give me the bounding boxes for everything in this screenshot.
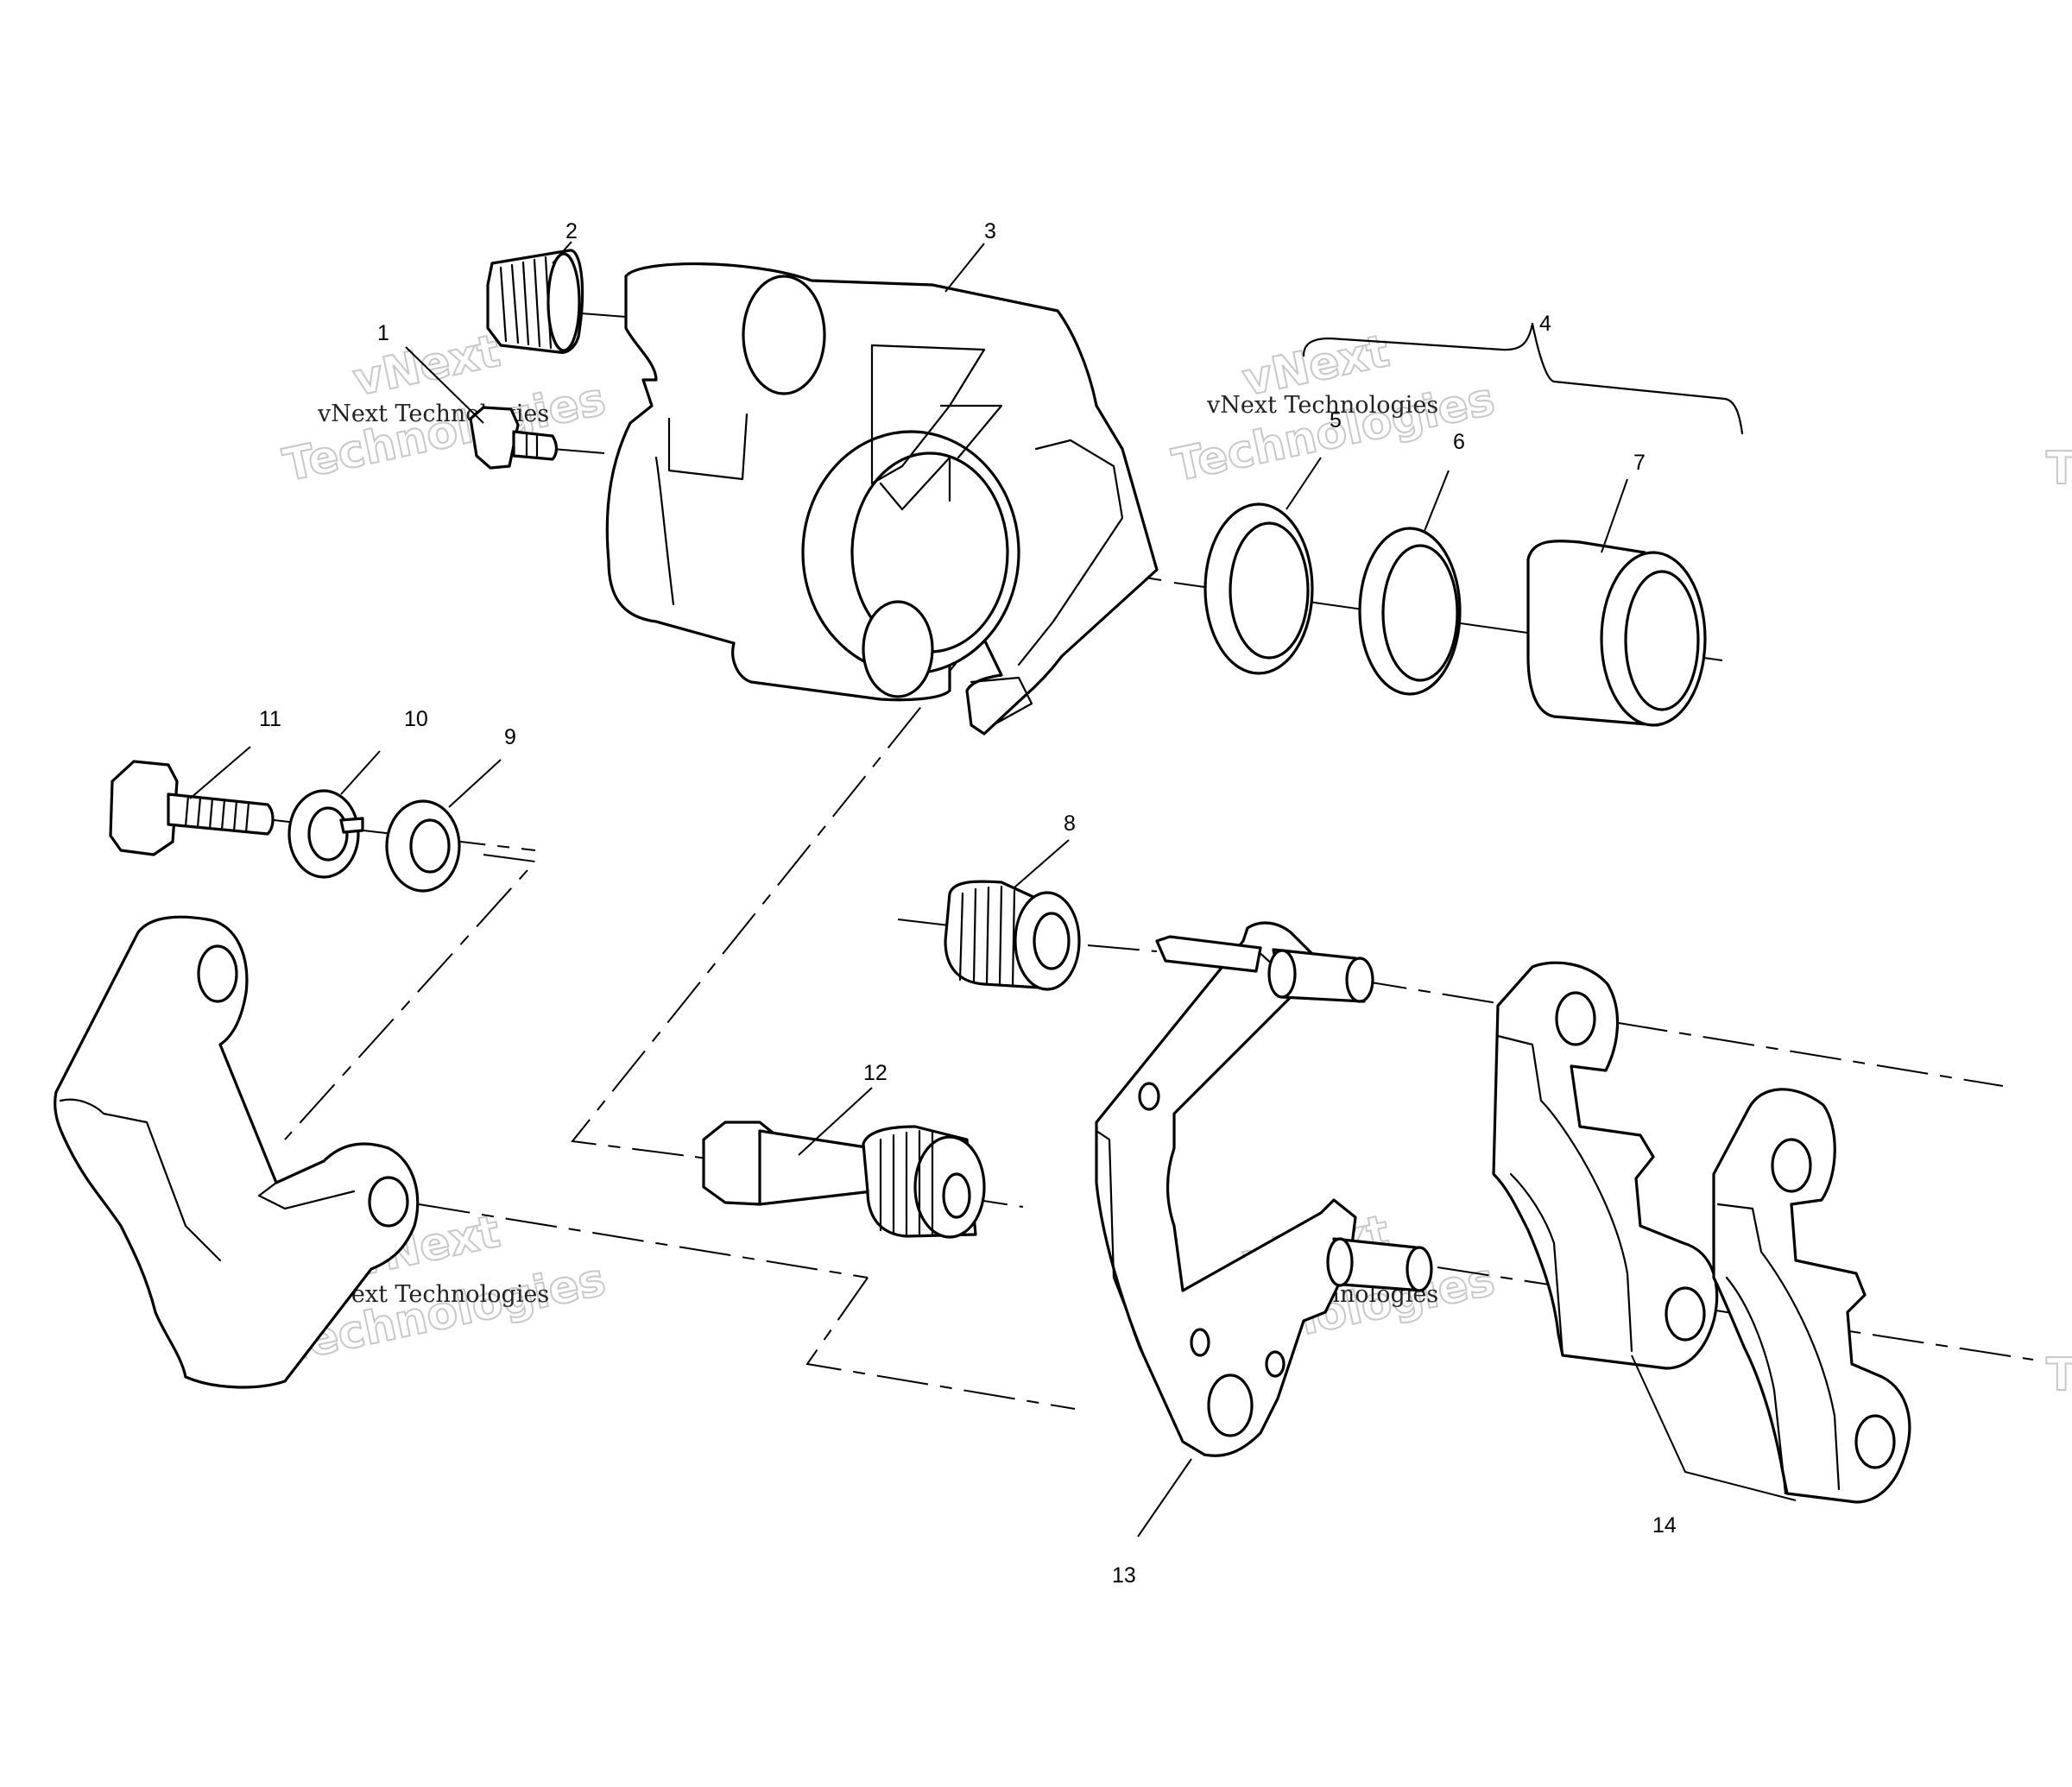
part-1-bleeder-valve (469, 406, 559, 470)
callout-4: 4 (1539, 312, 1551, 336)
part-3-caliper-body (605, 262, 1159, 736)
part-4-kit-bracket (1302, 322, 1744, 435)
callout-labels: 1 2 3 4 5 6 7 8 9 10 11 12 13 14 (259, 219, 1677, 1588)
callout-12: 12 (863, 1061, 888, 1085)
part-2-plug (486, 249, 584, 354)
callout-13: 13 (1112, 1563, 1136, 1588)
watermark-edge-1: T (2046, 443, 2072, 495)
callout-1: 1 (377, 321, 389, 345)
callout-11: 11 (259, 707, 281, 731)
part-9-flat-washer (385, 799, 461, 893)
watermark-2-text: vNext Technologies (1206, 392, 1438, 419)
callout-7: 7 (1633, 451, 1646, 475)
part-10-lock-washer (287, 789, 364, 879)
leader-lines (189, 241, 1797, 1538)
callout-14: 14 (1652, 1513, 1677, 1538)
svg-text:vNext: vNext (349, 325, 504, 407)
callout-8: 8 (1064, 811, 1076, 836)
callout-2: 2 (565, 219, 578, 243)
part-11-bolt (109, 760, 275, 856)
callout-3: 3 (984, 219, 996, 243)
watermark-edge-2: T (2046, 1349, 2072, 1401)
callout-9: 9 (504, 725, 516, 749)
part-7-piston (1526, 540, 1707, 727)
svg-text:Technologies: Technologies (279, 373, 610, 492)
part-14-brake-pad-b (1712, 1088, 1911, 1504)
part-14-brake-pad-a (1492, 961, 1719, 1370)
part-5-seal (1203, 502, 1314, 675)
callout-6: 6 (1453, 430, 1465, 454)
part-12-guide-pin (702, 1121, 986, 1239)
mounting-bracket-left (54, 915, 420, 1389)
part-6-dust-seal (1358, 527, 1462, 696)
part-13-pad-carrier (1095, 921, 1433, 1457)
callout-10: 10 (404, 707, 428, 731)
callout-5: 5 (1330, 408, 1342, 433)
part-8-bushing (944, 880, 1081, 991)
